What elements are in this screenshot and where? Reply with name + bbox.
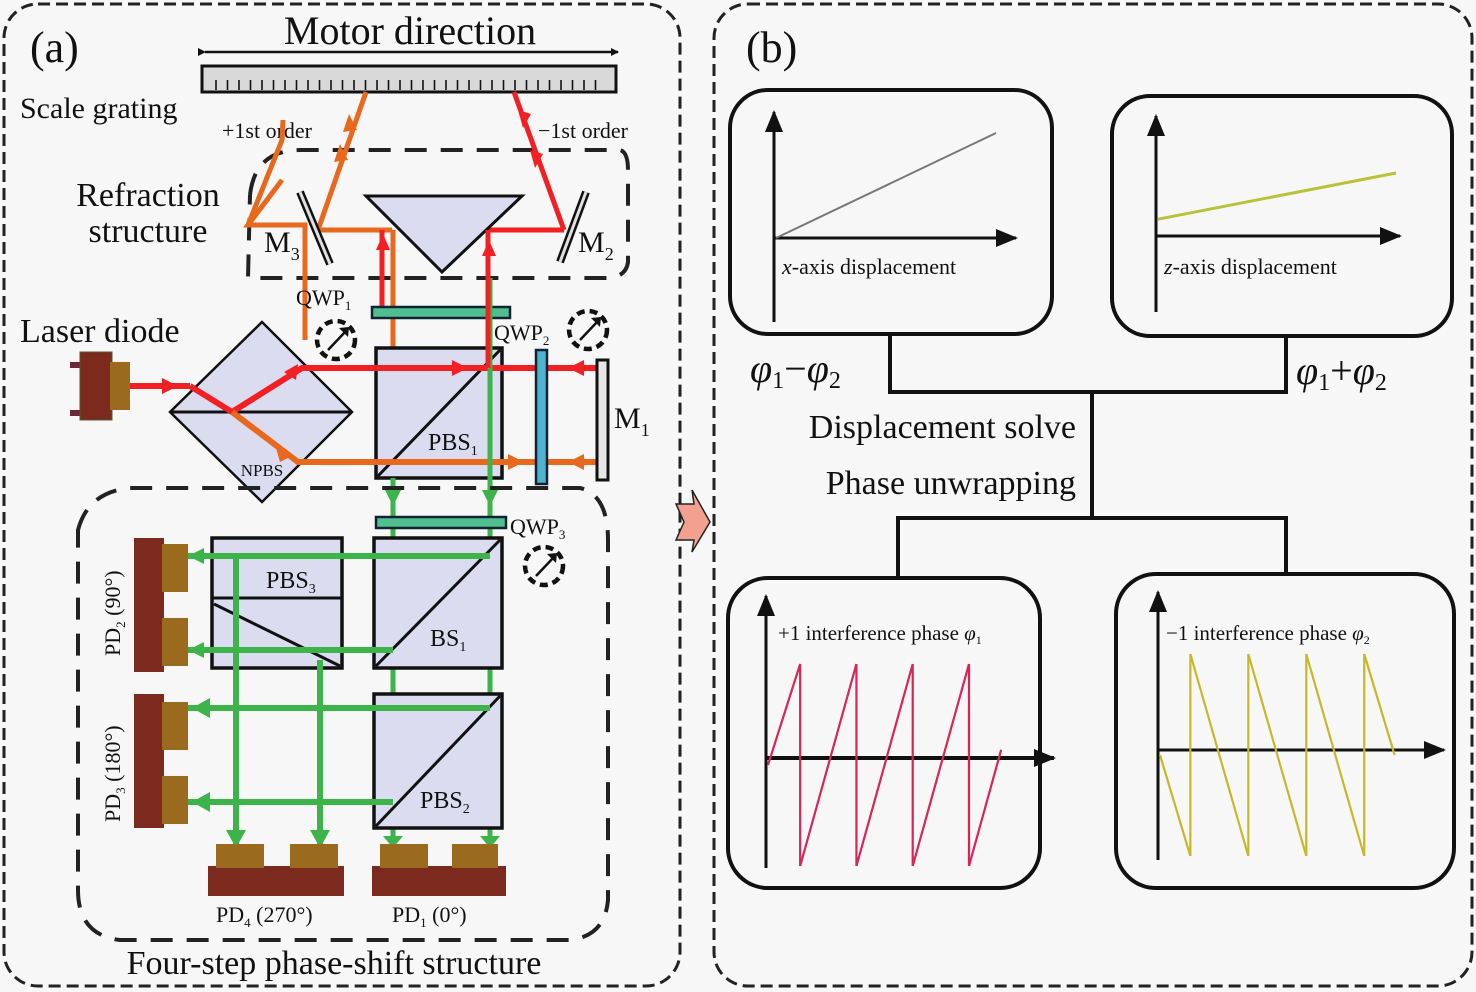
svg-text:NPBS: NPBS (241, 461, 284, 480)
pd3-label: PD3 (180°) (100, 725, 128, 822)
detector-pd4 (208, 844, 344, 896)
detector-pd2 (134, 538, 188, 672)
scale-grating (200, 64, 618, 94)
motor-direction-label: Motor direction (284, 8, 536, 53)
four-step-label: Four-step phase-shift structure (127, 945, 542, 982)
plot-segment (1189, 653, 1250, 857)
phi-sum-label: φ1+φ2 (1296, 348, 1387, 396)
bs1: BS1 (372, 536, 504, 670)
svg-text:BS1: BS1 (430, 626, 466, 655)
plot-segment (967, 749, 1003, 867)
phase-unwrapping-label: Phase unwrapping (826, 465, 1076, 502)
x-displacement-plot (775, 132, 997, 239)
prism (362, 194, 526, 275)
refraction-structure-label-2: structure (89, 213, 208, 250)
plus1-phase-label: +1 interference phase φ1 (778, 621, 982, 647)
qwp2 (534, 348, 549, 486)
flow-connectors (888, 334, 1288, 578)
plus-first-order-label: +1st order (222, 118, 313, 143)
mirror-m1 (595, 358, 610, 482)
m3-label: M3 (264, 226, 300, 264)
z-displacement-box (1110, 94, 1454, 338)
plus1-phase-plot (766, 663, 1003, 867)
rotate-icon-qwp2 (566, 308, 610, 352)
svg-text:PBS2: PBS2 (420, 788, 470, 817)
rotate-icon-qwp1 (314, 318, 358, 362)
four-step-box (76, 486, 610, 942)
plot-segment (855, 663, 914, 867)
pd2-label: PD2 (90°) (100, 570, 128, 656)
panel-b: (b) x-axis displacement z-axis displacem… (712, 2, 1474, 988)
plot-segment (1363, 653, 1396, 756)
x-displacement-label: x-axis displacement (781, 254, 956, 279)
m1-label: M1 (614, 402, 650, 440)
detector-pd1 (372, 844, 506, 896)
plus1-phase-box (726, 576, 1042, 890)
minus1-phase-label: −1 interference phase φ2 (1166, 621, 1370, 647)
minus-first-order-label: −1st order (538, 118, 629, 143)
plot-segment (1157, 171, 1397, 221)
laser-diode-label: Laser diode (20, 313, 180, 350)
panel-a: (a) Motor direction Scale grating +1st o… (2, 2, 682, 988)
plot-segment (1305, 653, 1366, 857)
qwp1 (370, 305, 512, 320)
pd1-label: PD1 (0°) (392, 902, 467, 930)
plot-segment (911, 663, 971, 867)
refraction-structure-label-1: Refraction (76, 177, 220, 214)
rotate-icon-qwp3 (522, 544, 566, 588)
flow-arrow (674, 489, 711, 553)
svg-text:PBS1: PBS1 (428, 430, 478, 459)
plot-segment (1247, 653, 1308, 857)
detection-beams (188, 553, 490, 848)
refraction-structure-box (245, 148, 630, 280)
svg-text:PBS3: PBS3 (266, 568, 316, 597)
laser-diode (70, 351, 130, 421)
qwp1-label: QWP1 (296, 285, 351, 313)
z-displacement-label: z-axis displacement (1163, 254, 1337, 279)
minus1-phase-box (1114, 572, 1456, 890)
displacement-solve-label: Displacement solve (809, 409, 1076, 446)
plot-segment (766, 663, 802, 766)
pd4-label: PD4 (270°) (216, 902, 313, 930)
minus1-phase-plot (1158, 653, 1396, 857)
plot-segment (799, 663, 858, 867)
panel-b-label: (b) (746, 23, 797, 72)
qwp3-label: QWP3 (510, 514, 565, 542)
panel-a-label: (a) (30, 23, 79, 72)
qwp3 (374, 515, 508, 530)
plot-segment (775, 132, 997, 239)
scale-grating-label: Scale grating (20, 92, 177, 125)
detector-pd3 (134, 694, 188, 828)
pbs2: PBS2 (372, 692, 504, 830)
z-displacement-plot (1157, 171, 1397, 221)
m2-label: M2 (578, 226, 614, 264)
qwp2-label: QWP2 (494, 320, 549, 348)
plot-segment (1158, 754, 1192, 857)
phi-difference-label: φ1−φ2 (750, 346, 841, 394)
